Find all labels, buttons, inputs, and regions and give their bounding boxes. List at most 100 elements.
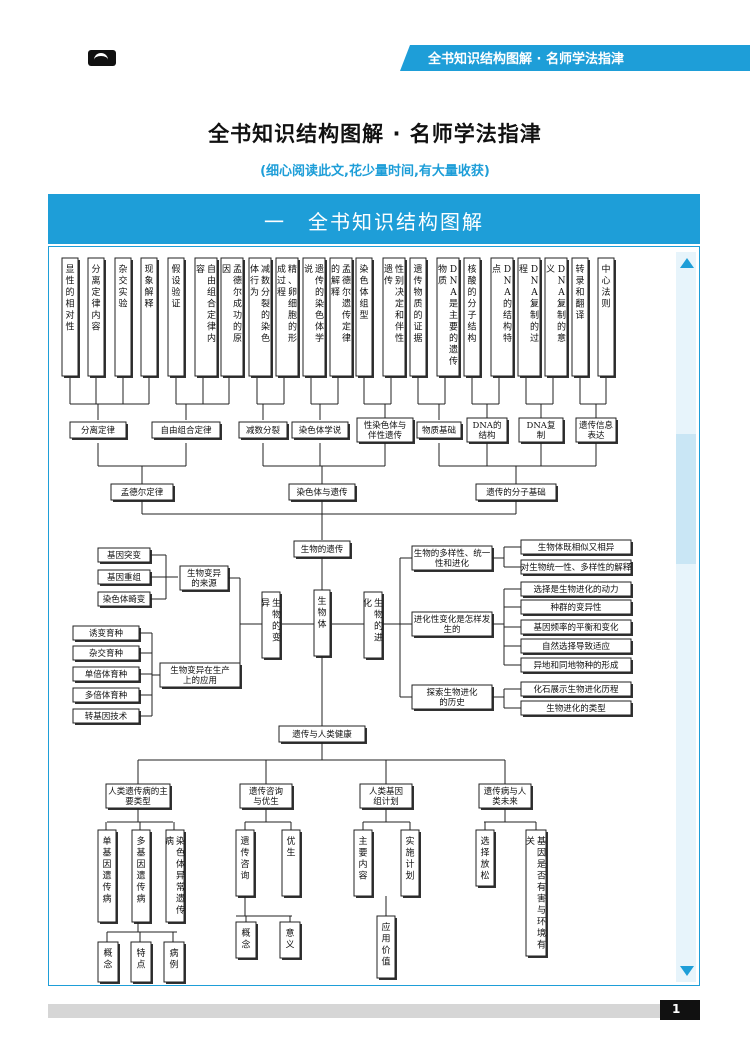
diversity-item-box <box>520 559 632 575</box>
disease-aspect-box-char: 例 <box>169 959 178 971</box>
top-concept-box-char: 为 <box>250 286 259 298</box>
mid-concept-box <box>291 421 349 439</box>
top-concept-box-char: 复 <box>530 298 539 310</box>
top-concept-box-char: 的 <box>530 321 539 333</box>
diversity-item-box <box>520 539 632 555</box>
breeding-method-box-text: 杂交育种 <box>89 648 123 659</box>
disease-box-char: 传 <box>176 904 185 916</box>
top-concept-box-char: 释 <box>144 298 153 310</box>
top-concept-box-char: 律 <box>91 298 100 310</box>
counseling-aspect-box-char: 意 <box>285 927 294 939</box>
scroll-down-arrow-icon[interactable] <box>680 966 694 976</box>
variation-sources-box-text: 生物变异 <box>187 568 222 579</box>
hub-evolution-box-char: 化 <box>363 597 372 609</box>
top-concept-box-char: 遗 <box>315 263 324 275</box>
group-box-text: 孟德尔定律 <box>121 487 164 498</box>
top-concept-box <box>302 257 326 377</box>
counseling-aspect-box-char: 概 <box>241 927 250 939</box>
top-concept-box-char: 自 <box>207 263 216 275</box>
top-concept-box-char: 传 <box>449 355 458 367</box>
mid-concept-box-text: 减数分裂 <box>246 425 281 436</box>
history-box-text: 的历史 <box>439 697 465 708</box>
section-heading: 一 全书知识结构图解 <box>264 210 484 234</box>
mechanism-item-box <box>520 599 632 615</box>
future-box-text: 类未来 <box>492 796 518 807</box>
disease-box-char: 病 <box>136 893 145 905</box>
top-concept-box-char: 律 <box>342 332 351 344</box>
variation-application-box-text: 生物变异在生产 <box>170 665 230 676</box>
top-concept-box-char: 离 <box>91 275 100 287</box>
disease-box-char: 病 <box>165 835 174 847</box>
top-concept-box-char: 裂 <box>261 299 270 310</box>
mid-concept-box <box>466 417 508 443</box>
top-concept-box-char: 遗 <box>413 263 422 275</box>
top-concept-box <box>517 257 541 377</box>
mid-concept-box-text: 自由组合定律 <box>160 425 212 436</box>
variation-source-box-text: 染色体畸变 <box>103 594 146 605</box>
top-concept-box-char: 形 <box>288 332 297 344</box>
header-notch <box>400 45 410 71</box>
diversity-box <box>411 545 493 571</box>
mid-concept-box-text: 性染色体与 <box>364 420 407 431</box>
top-concept-box-char: 的 <box>233 321 242 333</box>
top-concept-box-char: 合 <box>207 298 216 310</box>
top-concept-box-char: 胞 <box>288 309 297 321</box>
top-concept-box <box>220 257 244 377</box>
top-concept-box <box>490 257 514 377</box>
top-concept-box-char: 假 <box>171 264 180 275</box>
genome-item-box-char: 施 <box>405 847 414 859</box>
top-concept-box-char: 中 <box>601 263 610 275</box>
mechanism-item-box-text: 种群的变异性 <box>550 602 602 613</box>
disease-aspect-box <box>130 941 152 983</box>
breeding-method-box-text: 单倍体育种 <box>85 669 128 680</box>
hub-genetics-box-text: 生物的遗传 <box>301 544 344 555</box>
top-concept-box-char: 的 <box>467 286 476 298</box>
top-concept-box-char: 细 <box>288 298 297 310</box>
counseling-aspect-box-char: 念 <box>241 939 250 951</box>
genome-item-box-char: 要 <box>358 848 367 859</box>
top-concept-box-char: 遗 <box>384 263 393 275</box>
top-concept-box-char: 孟 <box>342 264 351 275</box>
future-item-box-char: 择 <box>480 847 489 859</box>
disease-box-char: 基 <box>102 847 111 859</box>
genome-value-box-char: 价 <box>381 945 390 956</box>
footer-bar <box>48 1004 668 1018</box>
top-concept-box <box>248 257 272 377</box>
disease-box-char: 常 <box>176 881 185 893</box>
top-concept-box-char: 伴 <box>395 321 404 333</box>
history-item-box <box>520 681 632 697</box>
counseling-item-box-char: 传 <box>240 847 249 859</box>
top-concept-box-char: 原 <box>233 333 242 344</box>
top-concept-box-char: 质 <box>438 275 447 287</box>
running-header-bar <box>400 45 750 71</box>
top-concept-box-char: A <box>530 288 538 298</box>
top-concept-box-char: D <box>504 265 511 275</box>
genome-project-box-text: 人类基因 <box>369 786 403 797</box>
disease-box-char: 异 <box>176 871 185 882</box>
top-concept-box-char: 显 <box>65 264 74 275</box>
history-item-box-text: 化石展示生物进化历程 <box>533 684 619 695</box>
counseling-box-text: 遗传咨询 <box>249 786 283 797</box>
top-concept-box-char: 分 <box>91 264 100 275</box>
top-concept-box-char: 尔 <box>342 286 351 298</box>
diversity-box-text: 性和进化 <box>435 558 470 569</box>
top-concept-box-char: 结 <box>467 321 476 333</box>
future-item-box-char: 关 <box>526 835 535 847</box>
top-concept-box-char: 验 <box>171 286 180 298</box>
mid-concept-box-text: 结构 <box>478 430 495 441</box>
genome-item-box-char: 计 <box>405 858 414 870</box>
top-concept-box-char: 决 <box>395 286 404 298</box>
scrollbar-thumb[interactable] <box>676 434 696 564</box>
genome-item-box-char: 容 <box>358 870 367 882</box>
diversity-item-box-text: 对生物统一性、多样性的解释 <box>521 562 632 573</box>
variation-sources-box-text: 的来源 <box>191 578 217 589</box>
top-concept-box-char: 主 <box>449 309 458 321</box>
scroll-up-arrow-icon[interactable] <box>680 258 694 268</box>
top-concept-box-char: 因 <box>222 264 231 275</box>
top-concept-box-char: 传 <box>315 275 324 287</box>
top-concept-box-char: 定 <box>395 298 404 310</box>
mid-concept-box-text: 制 <box>537 430 546 441</box>
top-concept-box-char: 遗 <box>449 344 458 356</box>
top-concept-box-char: 心 <box>601 276 610 287</box>
